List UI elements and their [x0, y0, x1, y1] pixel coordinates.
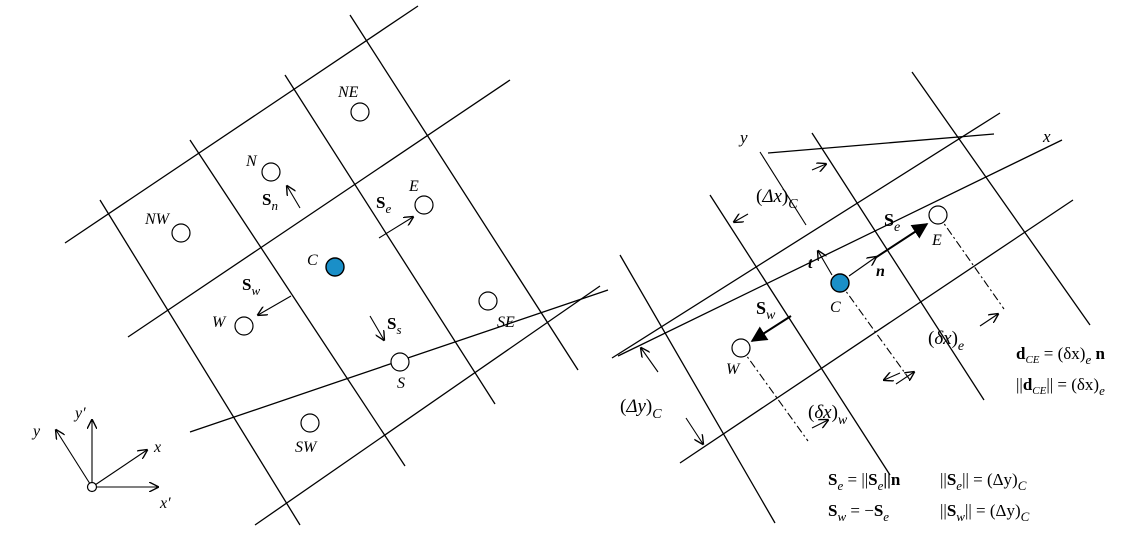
label-W: W	[212, 314, 227, 331]
label-N: N	[245, 153, 258, 170]
right-axis-y-label: y	[738, 128, 748, 147]
axis-y-arrow	[56, 430, 93, 488]
node-SW	[300, 413, 320, 433]
projection-E-line	[937, 214, 1005, 310]
node-S	[390, 352, 410, 372]
unit-t-label: t	[808, 255, 813, 272]
eq-Se-def: Se = ||Se||n	[828, 470, 901, 493]
label-Se: Se	[376, 193, 391, 216]
dim-dx-C-arrow-left	[734, 214, 749, 222]
label-C: C	[307, 252, 318, 269]
right-node-C	[830, 273, 850, 293]
right-label-C: C	[830, 299, 841, 316]
Se-arrow	[874, 223, 929, 259]
label-E: E	[408, 178, 419, 195]
axis-x-prime-label: x′	[159, 495, 171, 512]
eq-Sw-def: Sw = −Se	[828, 501, 889, 524]
eq-d-CE: dCE = (δx)e n	[1016, 344, 1105, 367]
node-NE	[350, 102, 370, 122]
arrow-Se	[378, 217, 413, 239]
dim-dy-C-arrow-down	[685, 417, 703, 444]
arrow-Sw	[258, 295, 292, 315]
dim-dxw-arrow-right	[895, 372, 914, 385]
Sw-label: Sw	[756, 298, 776, 323]
eq-norm-Se: ||Se|| = (Δy)C	[940, 470, 1027, 493]
axis-x-arrow	[91, 450, 147, 488]
right-axis-x-label: x	[1042, 127, 1051, 146]
left-mesh: NE N NW E C W SE S SW Sn Se Sw Ss	[64, 5, 609, 526]
right-label-E: E	[931, 232, 942, 249]
unit-t-arrow	[818, 251, 833, 276]
label-Ss: Ss	[387, 314, 402, 337]
axis-y-prime-label: y′	[73, 405, 86, 422]
node-NW	[171, 223, 191, 243]
right-mesh-gridlines	[611, 71, 1091, 524]
node-W	[234, 316, 254, 336]
label-NW: NW	[144, 211, 171, 228]
dim-dx-C-tick-a	[759, 151, 807, 226]
axis-y-label: y	[31, 423, 41, 440]
label-NE: NE	[337, 84, 359, 101]
eq-norm-Sw: ||Sw|| = (Δy)C	[940, 501, 1030, 524]
Sw-arrow	[750, 315, 792, 342]
projection-C-line	[839, 282, 911, 381]
arrow-Ss	[369, 315, 384, 340]
label-S: S	[397, 375, 405, 392]
unit-n-label: n	[876, 263, 885, 280]
origin-point	[86, 481, 98, 493]
projection-W-line	[740, 347, 809, 442]
node-N	[261, 162, 281, 182]
right-mesh: y x (Δx)C (Δy)C (δx)e (δx)w E W C t	[611, 71, 1091, 524]
axis-x-label: x	[153, 439, 161, 456]
label-Sn: Sn	[262, 190, 278, 213]
coordinate-axes: y y′ x x′	[31, 405, 171, 512]
node-C	[325, 257, 345, 277]
right-label-W: W	[726, 361, 741, 378]
Se-label: Se	[884, 210, 900, 235]
node-E	[414, 195, 434, 215]
unit-n-arrow	[848, 257, 876, 277]
label-SW: SW	[295, 439, 318, 456]
dim-dy-C-arrow-up	[641, 348, 659, 373]
eq-norm-d-CE: ||dCE|| = (δx)e	[1016, 375, 1105, 398]
label-SE: SE	[497, 314, 515, 331]
label-dx-w: (δx)w	[808, 402, 848, 428]
dim-dxe-arrow-left	[884, 373, 901, 380]
label-Sw: Sw	[242, 275, 260, 298]
dim-dx-C-arrow-right	[811, 164, 826, 170]
node-SE	[478, 291, 498, 311]
dim-dxw-arrow-left	[811, 420, 828, 429]
dim-dxe-arrow-right	[979, 314, 998, 327]
equations: dCE = (δx)e n ||dCE|| = (δx)e Se = ||Se|…	[828, 344, 1105, 524]
right-node-E	[928, 205, 948, 225]
arrow-Sn	[287, 186, 301, 209]
label-dx-e: (δx)e	[928, 328, 964, 354]
label-dx-C: (Δx)C	[756, 186, 798, 212]
right-node-W	[731, 338, 751, 358]
label-dy-C: (Δy)C	[620, 396, 662, 422]
